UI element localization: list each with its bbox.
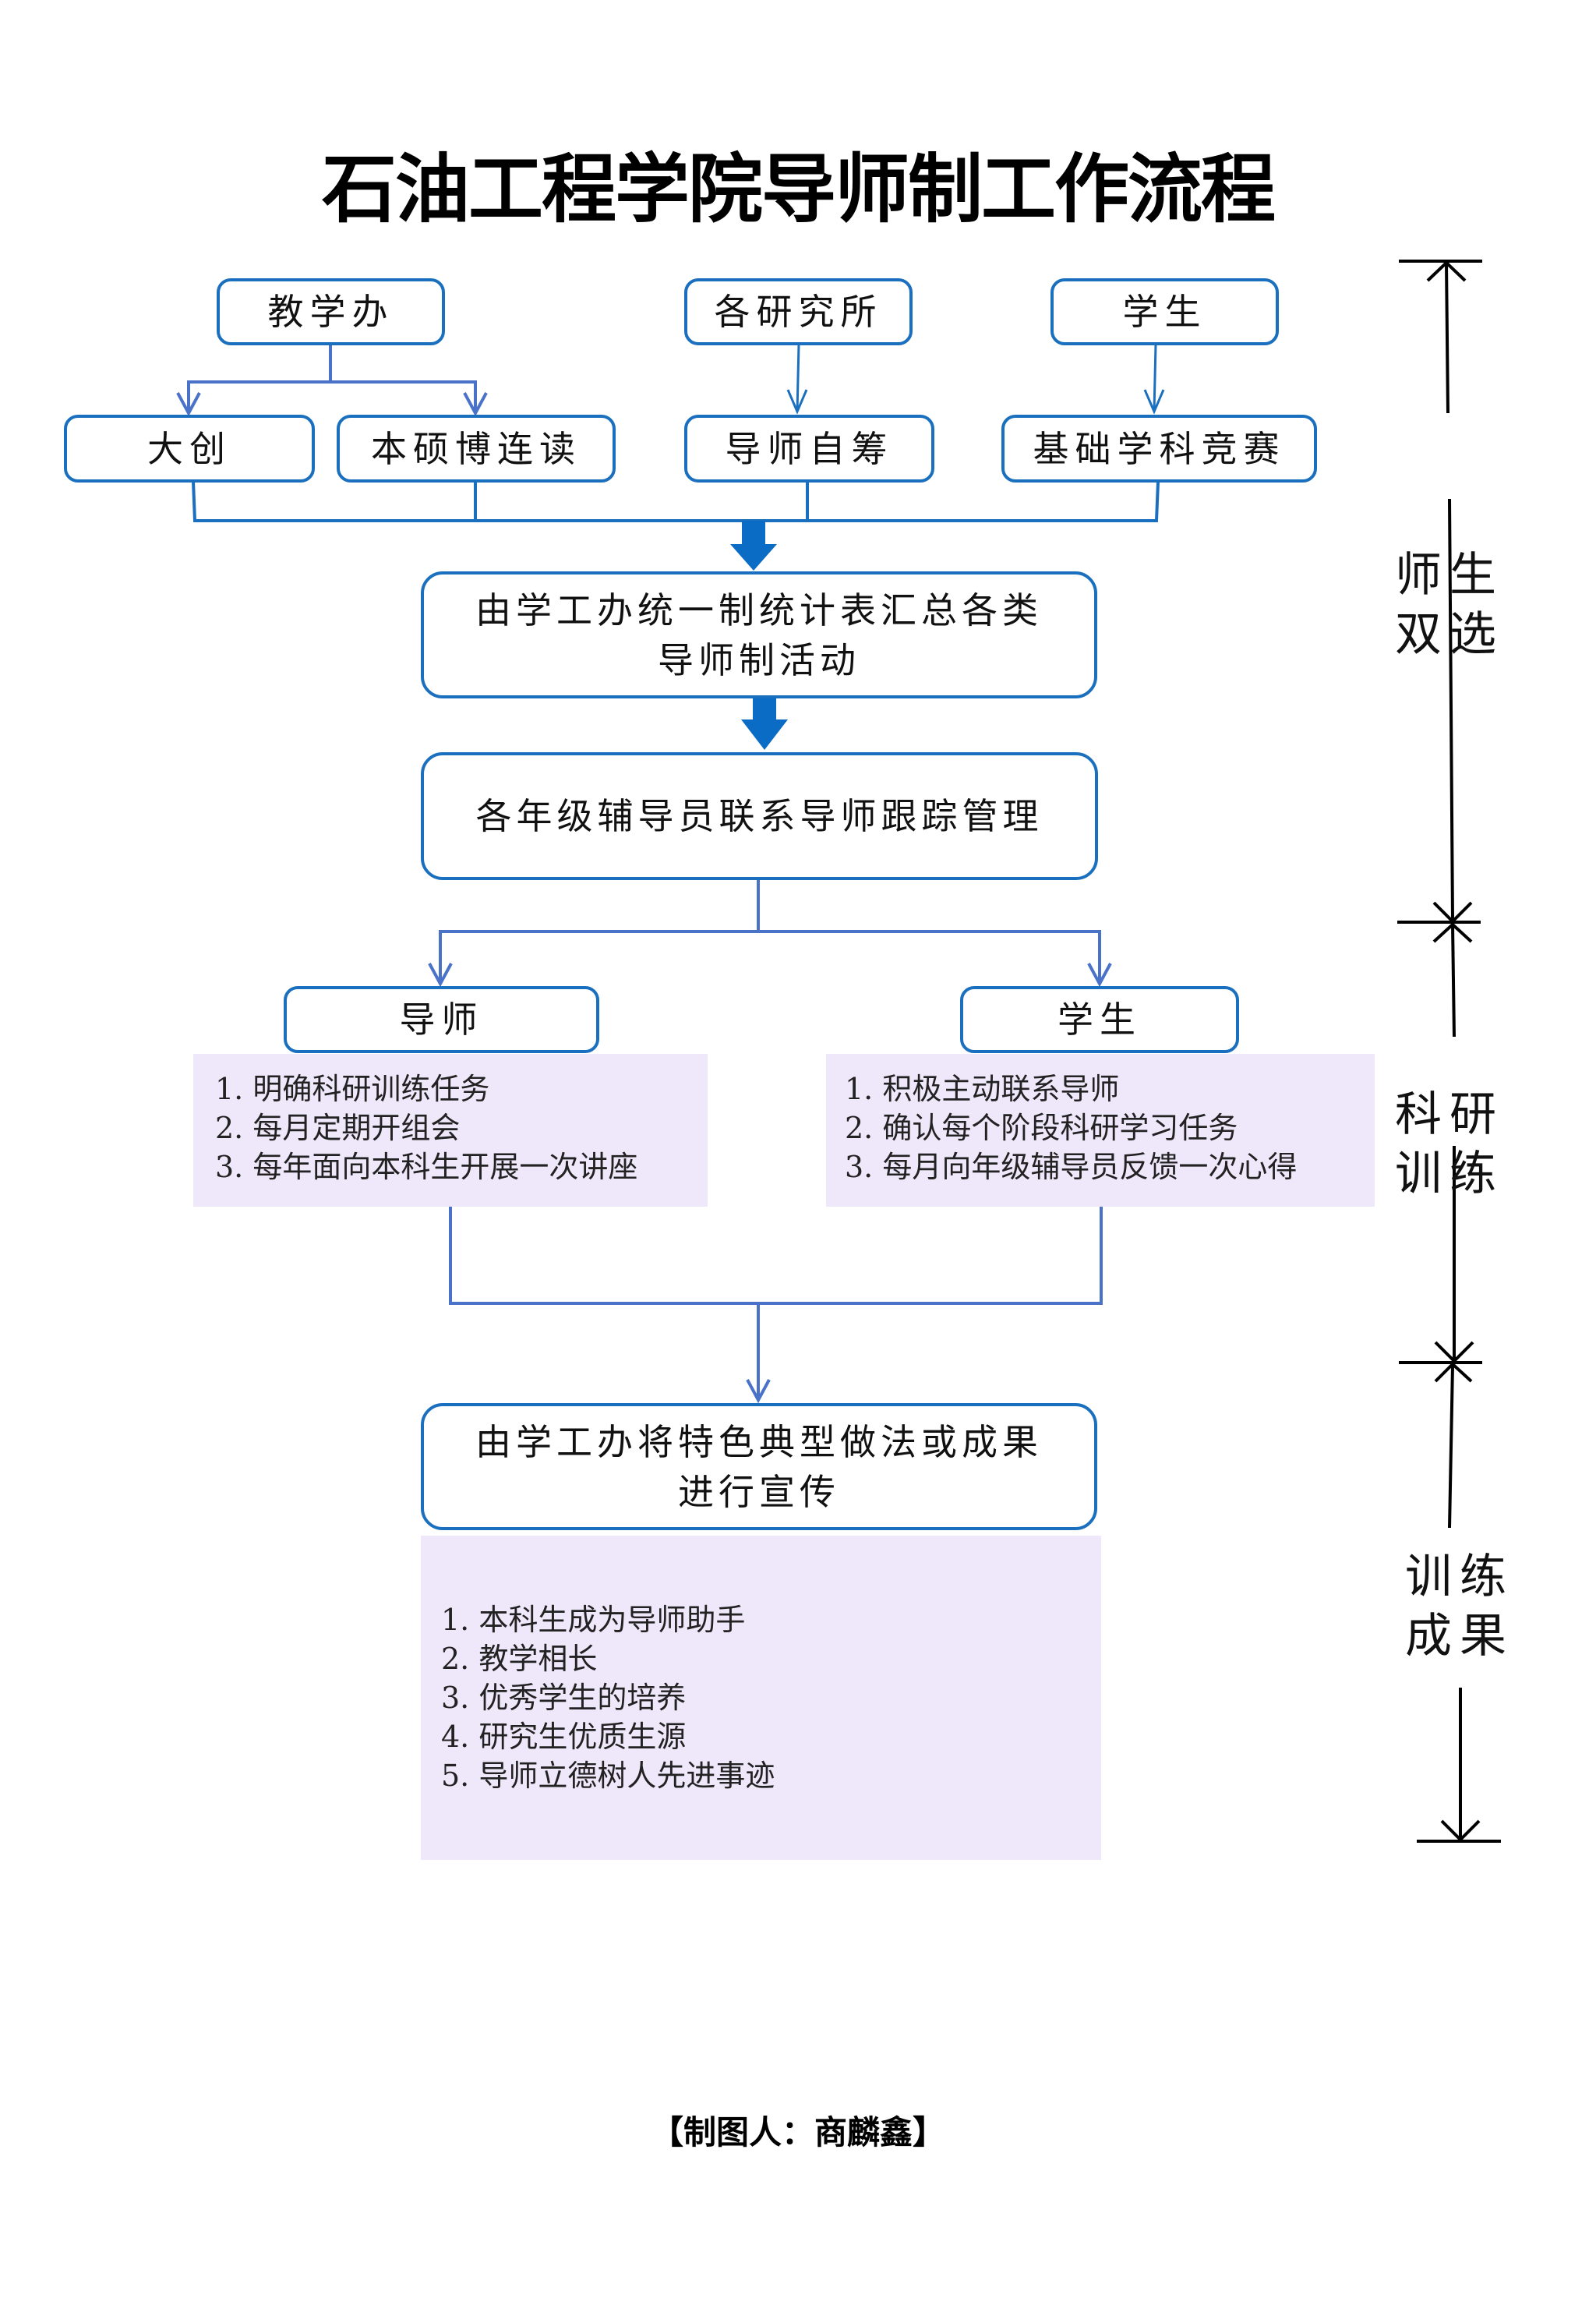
page-title: 石油工程学院导师制工作流程: [322, 146, 1276, 233]
outcome-item: 4. 研究生优质生源: [441, 1720, 687, 1754]
step-box-summary[interactable]: 由学工办统一制统计表汇总各类 导师制活动: [421, 571, 1097, 698]
source-box-teaching-office[interactable]: 教学办: [217, 278, 445, 345]
phase-brackets: [1397, 260, 1501, 1843]
outcome-item: 2. 教学相长: [441, 1642, 598, 1676]
role-box-mentor[interactable]: 导师: [284, 986, 599, 1053]
phase-line: 师生: [1395, 548, 1504, 603]
step-publicize-line2: 进行宣传: [678, 1470, 840, 1513]
arrow-institutes-to-selffunded: [786, 344, 808, 415]
student-task-panel: 1. 积极主动联系导师 2. 确认每个阶段科研学习任务 3. 每月向年级辅导员反…: [826, 1054, 1375, 1207]
thick-arrow-1: [730, 521, 777, 571]
student-task-item: 2. 确认每个阶段科研学习任务: [845, 1111, 1238, 1145]
mentor-task-item: 2. 每月定期开组会: [215, 1111, 461, 1145]
merge-connector-roles: [449, 1207, 1103, 1404]
role-label: 学生: [1058, 999, 1142, 1041]
role-box-student[interactable]: 学生: [960, 986, 1239, 1053]
source-box-research-institutes[interactable]: 各研究所: [684, 278, 913, 345]
phase-line: 训练: [1395, 1147, 1504, 1201]
step-box-publicize[interactable]: 由学工办将特色典型做法或成果 进行宣传: [421, 1403, 1097, 1530]
phase-line: 训练: [1405, 1550, 1514, 1604]
phase-line: 双选: [1395, 607, 1504, 662]
step-track-label: 各年级辅导员联系导师跟踪管理: [475, 795, 1043, 837]
split-connector-teaching-office: [176, 345, 488, 417]
activity-label: 本硕博连读: [371, 427, 581, 470]
outcome-item: 1. 本科生成为导师助手: [441, 1603, 746, 1637]
source-label: 学生: [1122, 291, 1207, 333]
arrow-students-to-competition: [1143, 344, 1165, 415]
phase-line: 成果: [1405, 1609, 1514, 1663]
student-task-item: 3. 每月向年级辅导员反馈一次心得: [845, 1150, 1298, 1184]
mentor-task-item: 1. 明确科研训练任务: [215, 1072, 490, 1106]
source-label: 教学办: [267, 291, 394, 333]
outcomes-panel: 1. 本科生成为导师助手 2. 教学相长 3. 优秀学生的培养 4. 研究生优质…: [421, 1536, 1101, 1860]
outcome-item: 3. 优秀学生的培养: [441, 1681, 687, 1715]
merge-connector-activities: [192, 481, 1160, 522]
role-label: 导师: [399, 999, 484, 1041]
activity-label: 导师自筹: [725, 427, 894, 470]
phase-line: 科研: [1395, 1087, 1504, 1142]
source-label: 各研究所: [714, 291, 883, 333]
footer-author: 【制图人：商麟鑫】: [650, 2113, 945, 2151]
phase-label-mutual-selection: 师生 双选: [1383, 546, 1516, 664]
step-summary-line1: 由学工办统一制统计表汇总各类: [475, 589, 1043, 631]
activity-label: 大创: [147, 427, 231, 470]
phase-label-research-training: 科研 训练: [1383, 1085, 1516, 1204]
step-summary-line2: 导师制活动: [658, 638, 860, 681]
thick-arrow-2: [741, 698, 788, 750]
branch-connector-roles: [428, 879, 1112, 988]
mentor-task-panel: 1. 明确科研训练任务 2. 每月定期开组会 3. 每年面向本科生开展一次讲座: [193, 1054, 708, 1207]
outcome-item: 5. 导师立德树人先进事迹: [441, 1759, 775, 1793]
activity-label: 基础学科竞赛: [1033, 427, 1286, 470]
activity-box-mentor-funded[interactable]: 导师自筹: [684, 415, 934, 483]
source-box-students[interactable]: 学生: [1050, 278, 1279, 345]
student-task-item: 1. 积极主动联系导师: [845, 1072, 1120, 1106]
mentor-task-item: 3. 每年面向本科生开展一次讲座: [215, 1150, 638, 1184]
activity-box-integrated-degree[interactable]: 本硕博连读: [337, 415, 616, 483]
activity-box-innovation[interactable]: 大创: [64, 415, 315, 483]
step-publicize-line1: 由学工办将特色典型做法或成果: [475, 1420, 1043, 1463]
phase-label-training-outcomes: 训练 成果: [1393, 1547, 1526, 1666]
activity-box-subject-competition[interactable]: 基础学科竞赛: [1001, 415, 1317, 483]
step-box-tracking[interactable]: 各年级辅导员联系导师跟踪管理: [421, 752, 1098, 880]
